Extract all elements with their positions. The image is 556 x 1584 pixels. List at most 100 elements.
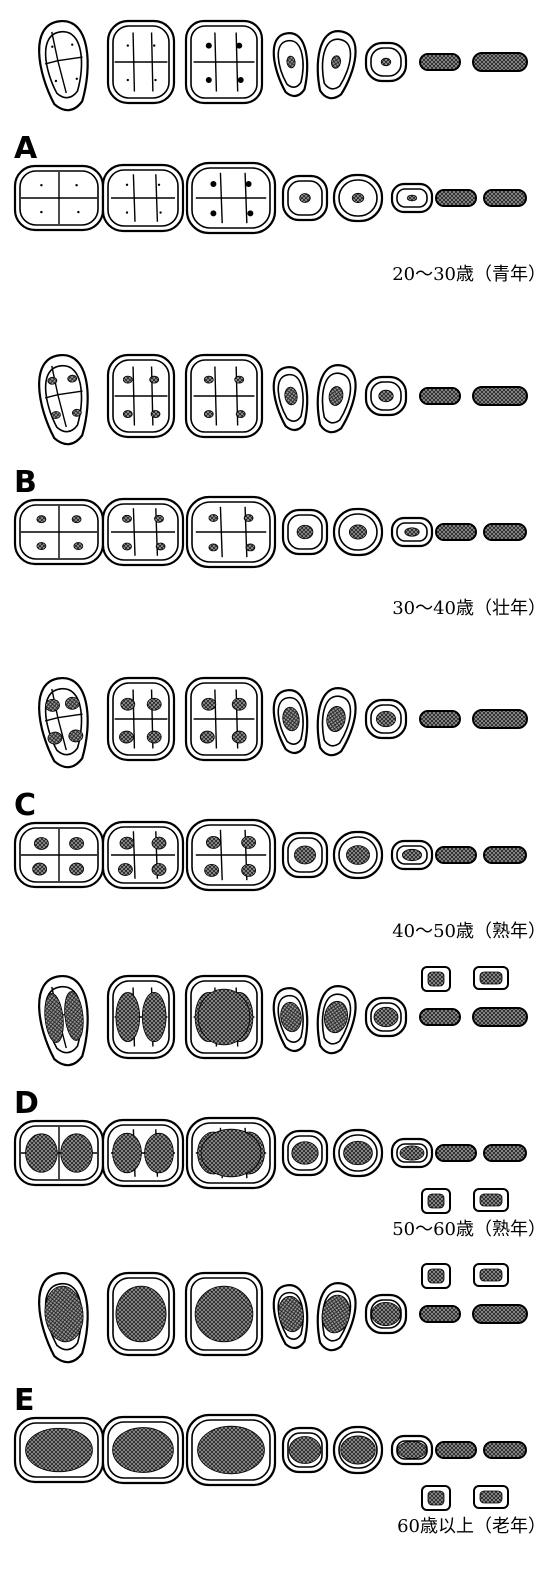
lower-canine <box>390 1137 434 1169</box>
lower-canine <box>390 516 434 548</box>
wear-facet <box>150 410 161 418</box>
fissure-lines <box>193 32 255 92</box>
lower-lateral-incisor <box>435 1144 477 1162</box>
wear-facet <box>203 410 214 418</box>
cusp-dot <box>71 43 74 46</box>
wear-facet <box>194 1285 254 1343</box>
lower-central-incisor-edge <box>473 1188 509 1212</box>
upper-lateral-incisor <box>419 53 461 71</box>
upper-first-premolar <box>316 687 357 757</box>
wear-facet <box>294 845 316 865</box>
upper-central-incisor <box>472 52 528 72</box>
upper-first-molar <box>184 974 264 1060</box>
cusp-dot <box>205 42 212 49</box>
wear-facet <box>47 376 58 385</box>
wear-facet <box>351 192 365 204</box>
wear-facet <box>397 1441 427 1459</box>
lower-first-premolar <box>332 1425 384 1475</box>
wear-facet <box>64 991 84 1041</box>
panel-a-drawing <box>13 19 528 235</box>
cusp-dot <box>75 77 79 80</box>
fissure-lines <box>21 506 97 558</box>
wear-facet <box>231 697 247 711</box>
cusp-dot <box>54 79 58 83</box>
panel-letter: A <box>14 131 38 166</box>
wear-facet <box>197 988 251 1046</box>
upper-second-molar <box>106 1271 176 1357</box>
wear-facet <box>60 1133 93 1173</box>
wear-facet <box>122 542 132 551</box>
lower-dental-arch <box>13 495 527 569</box>
panel-letter: D <box>14 1086 39 1121</box>
wear-facet <box>346 845 370 865</box>
fissure-lines <box>195 172 267 224</box>
lower-isolated-incisors <box>421 1485 509 1511</box>
upper-second-molar <box>106 353 176 439</box>
wear-facet <box>234 375 245 384</box>
upper-isolated-incisors <box>421 1263 509 1289</box>
upper-third-molar <box>38 677 89 769</box>
upper-second-molar <box>106 974 176 1060</box>
lower-first-molar <box>185 1413 277 1487</box>
upper-canine <box>364 375 408 417</box>
wear-facet <box>291 1141 319 1165</box>
wear-facet <box>115 991 141 1043</box>
wear-facet <box>401 848 422 862</box>
upper-isolated-incisors <box>421 966 509 992</box>
wear-facet <box>120 697 136 711</box>
lower-lateral-incisor-edge <box>421 1188 451 1214</box>
lower-second-premolar <box>281 1129 329 1177</box>
wear-facet <box>32 862 48 876</box>
wear-facet <box>112 1427 174 1473</box>
upper-lateral-incisor-edge <box>421 1263 451 1289</box>
panel-letter: C <box>14 788 37 823</box>
wear-facet <box>119 836 135 850</box>
upper-central-incisor <box>472 386 528 406</box>
lower-third-molar <box>13 1119 105 1187</box>
upper-second-molar <box>106 676 176 762</box>
upper-first-premolar <box>316 30 357 100</box>
lower-second-molar <box>101 163 185 233</box>
lower-first-premolar <box>332 507 384 557</box>
upper-central-incisor-edge <box>473 966 509 990</box>
upper-second-premolar <box>272 1284 309 1350</box>
cusp-dot <box>153 44 156 47</box>
upper-lateral-incisor <box>419 1305 461 1323</box>
wear-facet <box>154 514 164 523</box>
wear-facet <box>25 1133 58 1173</box>
lower-lateral-incisor <box>435 523 477 541</box>
wear-facet <box>146 730 162 744</box>
cusp-dot <box>236 42 243 49</box>
cusp-dot <box>77 210 80 214</box>
wear-facet <box>299 193 311 203</box>
cusp-dot <box>247 210 254 217</box>
upper-dental-arch <box>38 676 528 769</box>
wear-facet <box>280 1001 302 1033</box>
cusp-dot <box>126 78 129 82</box>
lower-second-premolar <box>281 508 329 556</box>
upper-canine <box>364 996 408 1038</box>
wear-facet <box>371 1301 401 1327</box>
lower-central-incisor <box>483 523 527 541</box>
wear-facet <box>378 389 394 403</box>
lower-first-premolar <box>332 173 384 223</box>
upper-second-premolar <box>272 32 309 98</box>
lower-second-premolar <box>281 831 329 879</box>
lower-central-incisor <box>483 846 527 864</box>
fissure-lines <box>111 174 175 222</box>
upper-first-molar <box>184 1271 264 1357</box>
fissure-lines <box>114 32 168 92</box>
upper-lateral-incisor <box>419 387 461 405</box>
wear-facet <box>231 730 247 744</box>
lower-second-molar <box>101 820 185 890</box>
wear-facet <box>67 374 78 383</box>
lower-lateral-incisor <box>435 189 477 207</box>
upper-third-molar <box>38 354 89 446</box>
upper-first-premolar <box>316 985 357 1055</box>
wear-facet <box>241 863 257 877</box>
panel-letter: B <box>14 465 37 500</box>
